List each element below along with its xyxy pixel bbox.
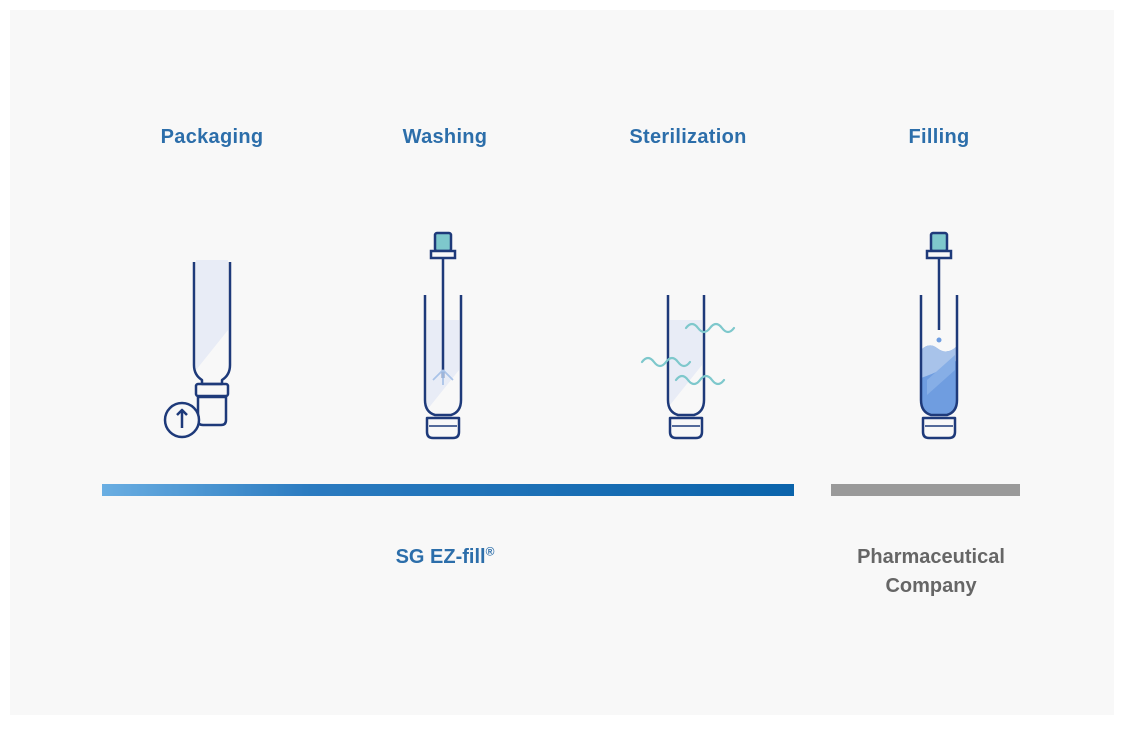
- sg-ezfill-label: SG EZ-fill®: [345, 543, 545, 572]
- sg-ezfill-bar: [102, 484, 794, 496]
- pharma-company-label: Pharmaceutical Company: [831, 543, 1031, 601]
- sg-ezfill-text: SG EZ-fill: [395, 546, 486, 568]
- pharma-label-line1: Pharmaceutical: [857, 546, 1005, 568]
- step-title-washing: Washing: [402, 126, 488, 148]
- step-title-packaging: Packaging: [160, 126, 264, 148]
- step-title-sterilization: Sterilization: [629, 126, 747, 148]
- syringe-packaging-icon: [163, 260, 232, 439]
- registered-mark: ®: [485, 544, 495, 559]
- syringe-filling-icon: [919, 231, 959, 440]
- syringe-washing-icon: [423, 231, 463, 440]
- pharma-label-line2: Company: [885, 575, 977, 597]
- pharma-company-bar: [831, 484, 1020, 496]
- syringe-sterilization-icon: [640, 295, 736, 440]
- step-title-filling: Filling: [908, 126, 970, 148]
